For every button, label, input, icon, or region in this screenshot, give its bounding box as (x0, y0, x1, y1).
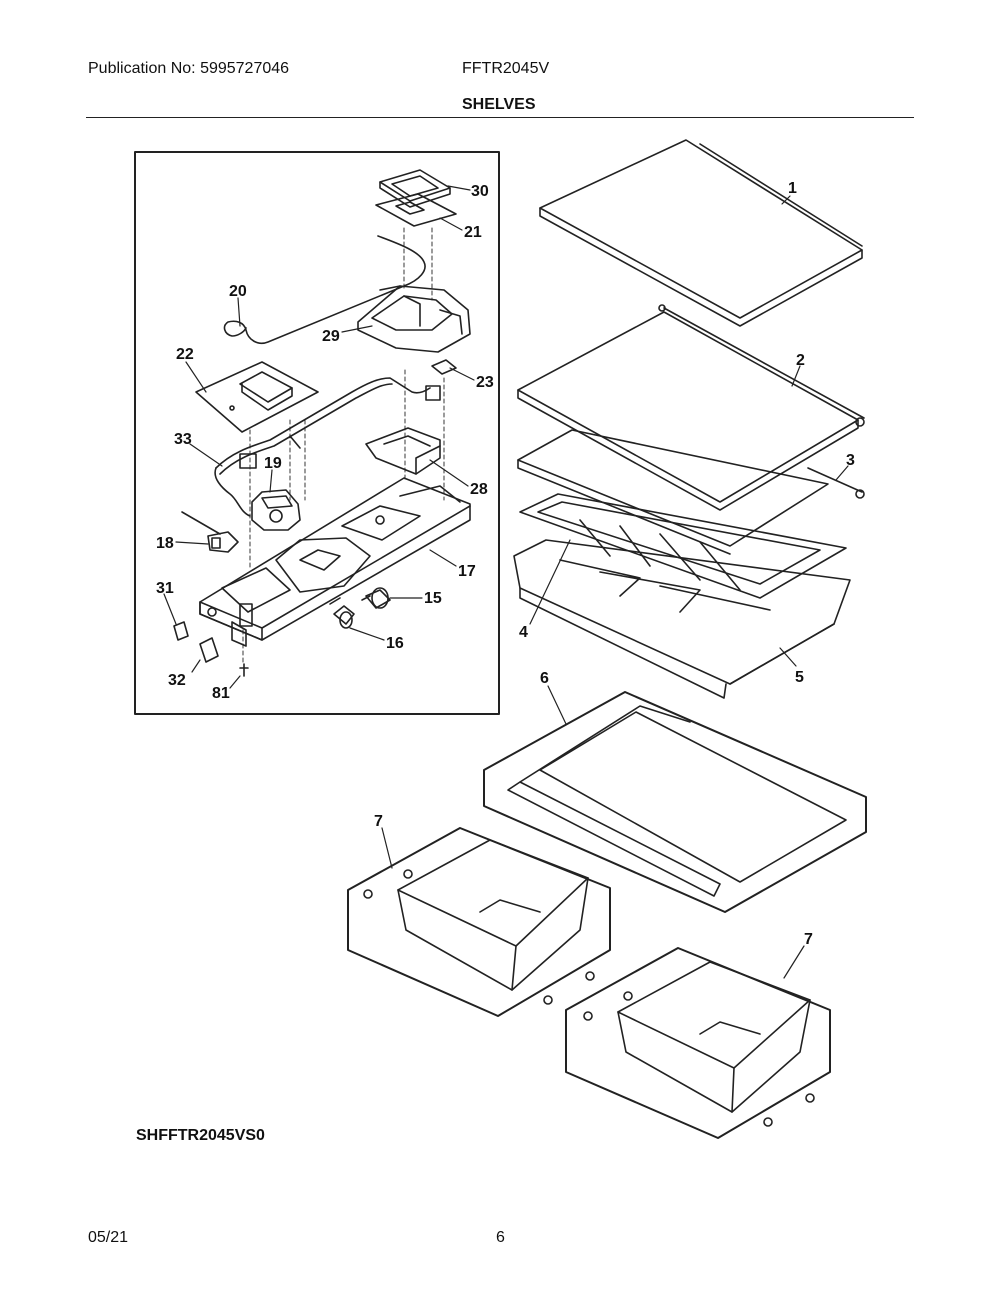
part-32-button (199, 637, 219, 663)
callout-29: 29 (322, 328, 340, 345)
callout-15: 15 (424, 590, 442, 607)
callout-28: 28 (470, 481, 488, 498)
callout-30: 30 (471, 183, 489, 200)
callout-4: 4 (519, 624, 528, 641)
callout-labels: 1 2 3 4 5 6 7 7 15 16 17 18 19 20 21 22 … (156, 180, 855, 948)
part-28-duct (365, 427, 441, 475)
callout-6: 6 (540, 670, 549, 687)
callout-81: 81 (212, 685, 230, 702)
callout-19: 19 (264, 455, 282, 472)
part-22-cover (195, 361, 319, 433)
part-29-housing (357, 285, 471, 353)
callout-7-left: 7 (374, 813, 383, 830)
part-31-clip (173, 621, 189, 641)
part-15-valve (361, 587, 391, 609)
part-7-right-drawer (565, 947, 831, 1139)
callout-23: 23 (476, 374, 494, 391)
callout-32: 32 (168, 672, 186, 689)
publication-number: Publication No: 5995727046 (88, 60, 290, 77)
part-21-gasket (375, 193, 457, 227)
callout-17: 17 (458, 563, 476, 580)
callout-33: 33 (174, 431, 192, 448)
callout-7-right: 7 (804, 931, 813, 948)
part-19-motor (251, 489, 301, 531)
footer-date: 05/21 (88, 1229, 129, 1246)
callout-leaders (163, 185, 849, 979)
part-17-dispenser-housing (199, 477, 471, 647)
part-5-crisper-pan (513, 539, 851, 699)
callout-1: 1 (788, 180, 797, 197)
part-1-shelf (539, 139, 863, 327)
part-2-shelf (517, 304, 865, 511)
part-6-crisper-cover (483, 691, 867, 913)
callout-2: 2 (796, 352, 805, 369)
part-33-harness (214, 377, 441, 517)
callout-18: 18 (156, 535, 174, 552)
part-23-clip (431, 359, 457, 375)
page-number: 6 (496, 1229, 505, 1246)
callout-16: 16 (386, 635, 404, 652)
part-7-left-drawer (347, 827, 611, 1017)
diagram-code: SHFFTR2045VS0 (136, 1127, 265, 1144)
callout-22: 22 (176, 346, 194, 363)
part-30-frame (379, 169, 451, 208)
callout-5: 5 (795, 669, 804, 686)
part-3-shelf (517, 429, 865, 555)
section-title: SHELVES (462, 96, 536, 113)
header-rule (86, 117, 914, 118)
callout-31: 31 (156, 580, 174, 597)
callout-21: 21 (464, 224, 482, 241)
part-4-crisper-frame (519, 493, 847, 599)
part-16-valve (329, 597, 355, 629)
callout-3: 3 (846, 452, 855, 469)
inset-frame (134, 151, 500, 715)
part-18-switch (181, 511, 239, 553)
part-20-tube (223, 235, 426, 345)
model-number: FFTR2045V (462, 60, 550, 77)
callout-20: 20 (229, 283, 247, 300)
part-81-screw (239, 663, 249, 677)
